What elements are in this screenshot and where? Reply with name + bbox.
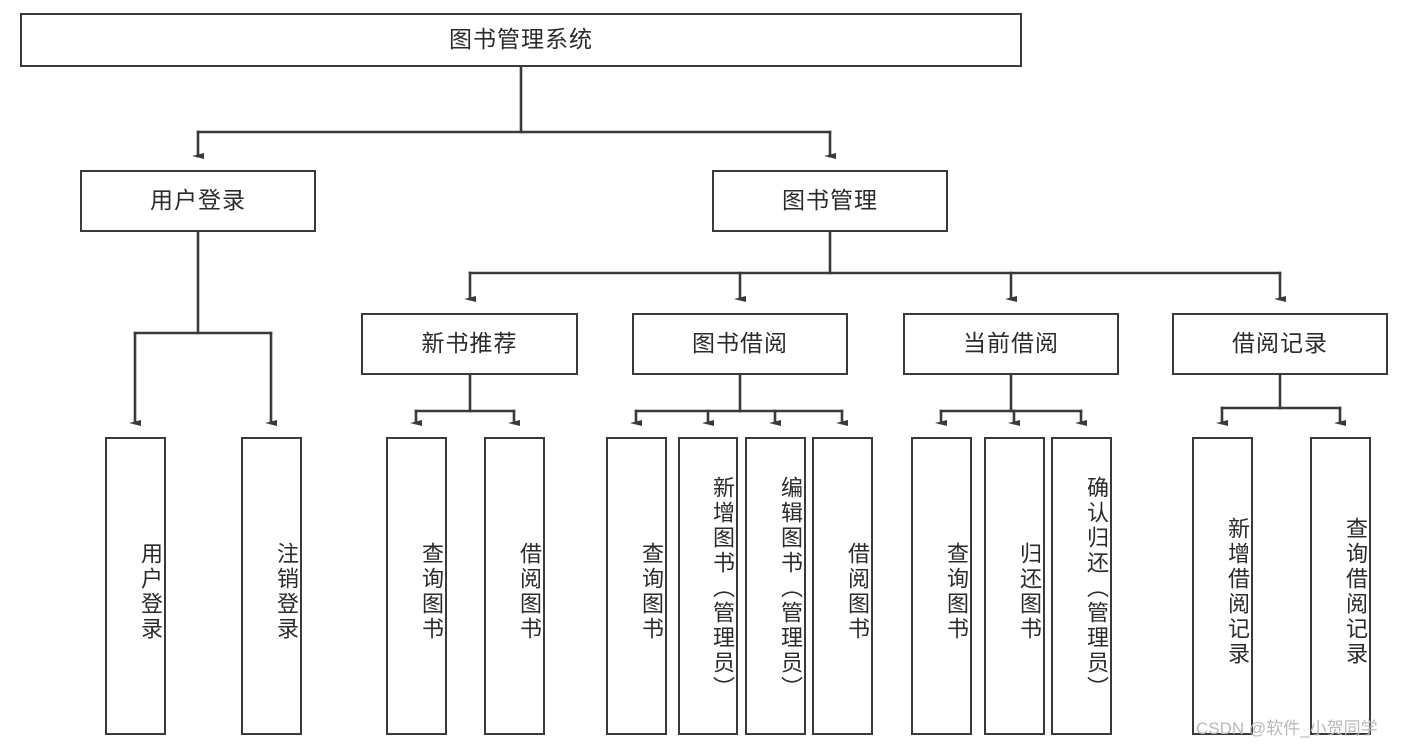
node-new-book-recommend[interactable]: 新书推荐 (361, 313, 578, 375)
leaf-borrow-query-book-label: 查询图书 (639, 542, 664, 642)
leaf-borrow-query-book[interactable]: 查询图书 (606, 437, 667, 735)
node-user-login-label: 用户登录 (150, 187, 246, 214)
leaf-record-add-record[interactable]: 新增借阅记录 (1192, 437, 1253, 735)
node-borrow-record-label: 借阅记录 (1232, 330, 1328, 357)
leaf-current-query-book-label: 查询图书 (944, 542, 969, 642)
node-book-borrow-label: 图书借阅 (692, 330, 788, 357)
leaf-borrow-edit-book-admin[interactable]: 编辑图书（管理员） (745, 437, 806, 735)
leaf-borrow-add-book-admin-label: 新增图书（管理员） (710, 475, 735, 701)
leaf-borrow-borrow-book[interactable]: 借阅图书 (812, 437, 873, 735)
leaf-logout-label: 注销登录 (274, 542, 299, 642)
leaf-newbook-borrow-book[interactable]: 借阅图书 (484, 437, 545, 735)
leaf-user-login-label: 用户登录 (138, 542, 163, 642)
leaf-current-confirm-return-admin[interactable]: 确认归还（管理员） (1051, 437, 1112, 735)
node-new-book-recommend-label: 新书推荐 (421, 330, 518, 357)
node-book-management-label: 图书管理 (782, 187, 878, 214)
leaf-newbook-query-book[interactable]: 查询图书 (386, 437, 447, 735)
leaf-current-return-book[interactable]: 归还图书 (984, 437, 1045, 735)
leaf-newbook-query-book-label: 查询图书 (419, 542, 444, 642)
node-book-management[interactable]: 图书管理 (712, 170, 948, 232)
leaf-newbook-borrow-book-label: 借阅图书 (517, 542, 542, 642)
node-user-login[interactable]: 用户登录 (80, 170, 316, 232)
node-borrow-record[interactable]: 借阅记录 (1172, 313, 1388, 375)
leaf-current-query-book[interactable]: 查询图书 (911, 437, 972, 735)
leaf-borrow-borrow-book-label: 借阅图书 (845, 542, 870, 642)
node-book-borrow[interactable]: 图书借阅 (632, 313, 848, 375)
node-current-borrow-label: 当前借阅 (963, 330, 1059, 357)
node-root-label: 图书管理系统 (449, 26, 593, 53)
csdn-watermark: CSDN @软件_小贺同学 (1196, 719, 1378, 738)
node-current-borrow[interactable]: 当前借阅 (903, 313, 1119, 375)
leaf-current-confirm-return-admin-label: 确认归还（管理员） (1084, 475, 1109, 701)
leaf-record-add-record-label: 新增借阅记录 (1225, 517, 1250, 667)
leaf-record-query-record[interactable]: 查询借阅记录 (1310, 437, 1371, 735)
leaf-record-query-record-label: 查询借阅记录 (1343, 517, 1368, 667)
leaf-borrow-edit-book-admin-label: 编辑图书（管理员） (778, 475, 803, 701)
leaf-current-return-book-label: 归还图书 (1017, 542, 1042, 642)
leaf-borrow-add-book-admin[interactable]: 新增图书（管理员） (678, 437, 738, 735)
leaf-user-login[interactable]: 用户登录 (105, 437, 166, 735)
leaf-logout[interactable]: 注销登录 (241, 437, 302, 735)
node-root[interactable]: 图书管理系统 (20, 13, 1022, 67)
